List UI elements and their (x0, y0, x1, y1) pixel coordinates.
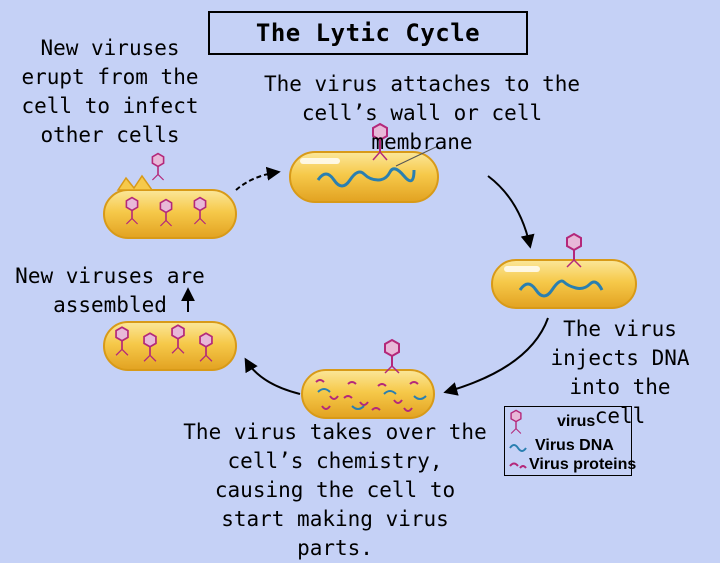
legend-virus-icon (510, 409, 522, 434)
erupting-viruses-icons (125, 152, 207, 227)
cell-attach (289, 151, 439, 203)
takeover-virus-icon (384, 338, 400, 374)
legend-virus-label: virus (557, 413, 596, 430)
page-title: The Lytic Cycle (208, 11, 528, 55)
label-assembled: New viruses are assembled (15, 264, 205, 317)
legend-dna-label: Virus DNA (535, 437, 614, 454)
label-attach: The virus attaches to the cell’s wall or… (263, 72, 581, 154)
arrow-to-assembled (244, 357, 301, 395)
injecting-virus-icon (566, 232, 582, 268)
cell-takeover (301, 369, 435, 419)
cell-dna-strand (316, 167, 416, 188)
legend-dna-icon (509, 444, 527, 452)
arrow-to-takeover (443, 317, 549, 396)
legend-proteins-icon (509, 462, 527, 469)
arrow-to-inject (487, 175, 535, 249)
label-erupt: New viruses erupt from the cell to infec… (21, 36, 199, 147)
assembled-viruses-icons (115, 324, 213, 362)
cell-dna-strand (518, 279, 604, 298)
lytic-cycle-diagram (103, 122, 637, 469)
legend-proteins-label: Virus proteins (529, 456, 637, 473)
label-takeover: The virus takes over the cell’s chemistr… (183, 420, 487, 560)
attaching-virus-icon (372, 122, 388, 161)
legend: virus Virus DNA Virus proteins (504, 406, 636, 476)
label-inject: The virus injects DNA into the cell (550, 317, 690, 428)
cell-inject (491, 259, 637, 309)
arrow-to-attach (235, 166, 281, 191)
